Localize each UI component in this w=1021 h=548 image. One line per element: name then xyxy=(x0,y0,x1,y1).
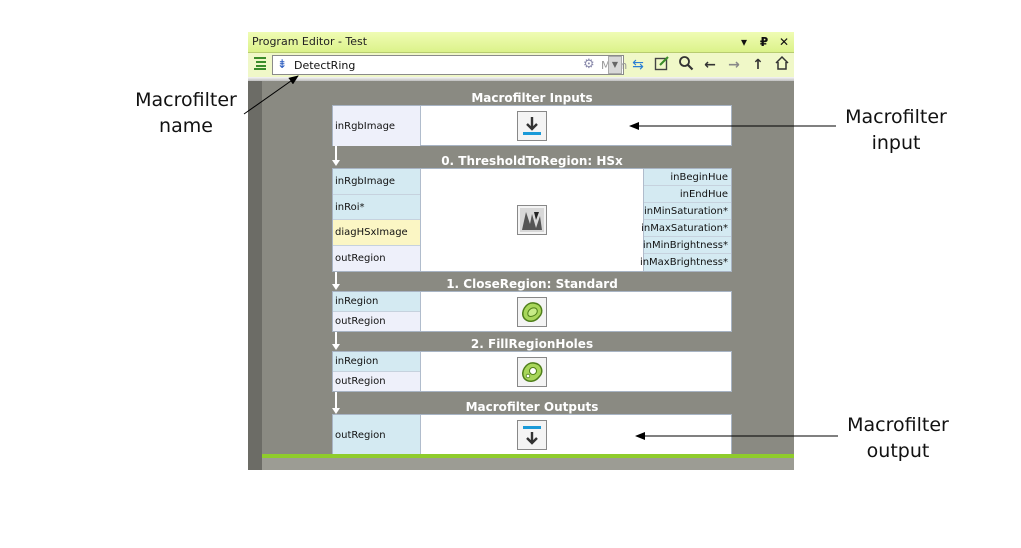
input-download-icon xyxy=(517,111,547,141)
flow-arrow-icon xyxy=(332,284,340,290)
toolbar-separator xyxy=(248,77,794,81)
block-title-fill-region-holes: 2. FillRegionHoles xyxy=(470,337,594,351)
bottom-band xyxy=(262,458,794,470)
up-arrow-icon[interactable]: ↑ xyxy=(752,57,764,73)
callout-line: Macrofilter xyxy=(845,106,947,128)
port-inMinSaturation[interactable]: inMinSaturation* xyxy=(644,203,731,220)
port-outRegion[interactable]: outRegion xyxy=(333,312,420,331)
threshold-right-ports: inBeginHue inEndHue inMinSaturation* inM… xyxy=(640,169,731,271)
block-title-inputs: Macrofilter Inputs xyxy=(471,91,593,105)
macrofilter-inputs-block[interactable]: inRgbImage xyxy=(332,105,732,146)
flow-arrow-icon xyxy=(332,344,340,350)
variant-icon: ⚙ xyxy=(583,57,595,72)
callout-line: input xyxy=(871,132,921,154)
port-inRgbImage[interactable]: inRgbImage xyxy=(333,106,420,146)
dropdown-icon[interactable]: ▾ xyxy=(740,35,748,49)
port-outRegion[interactable]: outRegion xyxy=(333,372,420,391)
home-icon[interactable] xyxy=(772,55,792,75)
macrofilter-selector[interactable]: ⇟ DetectRing ⚙ Main xyxy=(272,55,627,75)
port-outRegion[interactable]: outRegion xyxy=(333,246,420,271)
threshold-left-ports: inRgbImage inRoi* diagHSxImage outRegion xyxy=(333,169,421,271)
port-diagHSxImage[interactable]: diagHSxImage xyxy=(333,220,420,246)
callout-line: Macrofilter xyxy=(135,89,237,111)
port-outRegion[interactable]: outRegion xyxy=(333,415,420,455)
output-ports: outRegion xyxy=(333,415,421,455)
block-title-threshold: 0. ThresholdToRegion: HSx xyxy=(441,154,623,168)
port-inBeginHue[interactable]: inBeginHue xyxy=(644,169,731,186)
port-inRoi[interactable]: inRoi* xyxy=(333,195,420,220)
program-editor-window: Program Editor - Test ▾ ₽ ✕ ⇟ DetectRing… xyxy=(248,32,794,470)
macrofilter-name: DetectRing xyxy=(294,59,356,72)
search-icon[interactable] xyxy=(676,55,696,75)
output-upload-icon xyxy=(517,420,547,450)
forward-arrow-icon[interactable]: → xyxy=(728,57,740,73)
back-arrow-icon[interactable]: ← xyxy=(704,57,716,73)
region-holes-icon xyxy=(517,357,547,387)
callout-macrofilter-input: Macrofilter input xyxy=(834,104,958,156)
port-inMinBrightness[interactable]: inMinBrightness* xyxy=(643,237,731,254)
bottom-accent-bar xyxy=(262,454,794,458)
callout-line: name xyxy=(159,115,213,137)
flow-line xyxy=(335,392,337,410)
macrofilter-outputs-block[interactable]: outRegion xyxy=(332,414,732,455)
port-inRegion[interactable]: inRegion xyxy=(333,352,420,372)
input-ports: inRgbImage xyxy=(333,106,421,146)
variant-dropdown-button[interactable]: ▼ xyxy=(608,56,622,74)
tree-view-icon[interactable] xyxy=(250,55,270,75)
block-title-close-region: 1. CloseRegion: Standard xyxy=(446,277,618,291)
flow-line xyxy=(335,146,337,162)
fill-region-holes-block[interactable]: inRegion outRegion xyxy=(332,351,732,392)
close-region-ports: inRegion outRegion xyxy=(333,292,421,331)
fill-region-ports: inRegion outRegion xyxy=(333,352,421,391)
edit-icon[interactable] xyxy=(652,55,672,75)
window-title: Program Editor - Test xyxy=(252,35,368,48)
title-bar: Program Editor - Test ▾ ₽ ✕ xyxy=(248,32,794,53)
port-inMaxBrightness[interactable]: inMaxBrightness* xyxy=(640,254,731,271)
close-region-block[interactable]: inRegion outRegion xyxy=(332,291,732,332)
macrofilter-icon: ⇟ xyxy=(277,57,288,71)
threshold-to-region-block[interactable]: inRgbImage inRoi* diagHSxImage outRegion… xyxy=(332,168,732,272)
flow-arrow-icon xyxy=(332,160,340,166)
port-inRegion[interactable]: inRegion xyxy=(333,292,420,312)
close-icon[interactable]: ✕ xyxy=(778,35,790,49)
pin-icon[interactable]: ₽ xyxy=(759,35,769,49)
callout-macrofilter-name: Macrofilter name xyxy=(124,87,248,139)
port-inRgbImage[interactable]: inRgbImage xyxy=(333,169,420,195)
callout-line: Macrofilter xyxy=(847,414,949,436)
toolbar: ⇟ DetectRing ⚙ Main ▼ ⇆ ← → ↑ xyxy=(248,53,794,77)
flow-arrow-icon xyxy=(332,408,340,414)
callout-line: output xyxy=(866,440,930,462)
editor-margin xyxy=(248,81,262,470)
flow-line xyxy=(335,332,337,346)
port-inEndHue[interactable]: inEndHue xyxy=(644,186,731,203)
swap-arrows-icon[interactable]: ⇆ xyxy=(632,57,644,73)
port-inMaxSaturation[interactable]: inMaxSaturation* xyxy=(641,220,731,237)
threshold-filter-icon xyxy=(517,205,547,235)
flow-line xyxy=(335,272,337,286)
region-blob-icon xyxy=(517,297,547,327)
callout-macrofilter-output: Macrofilter output xyxy=(836,412,960,464)
block-title-outputs: Macrofilter Outputs xyxy=(465,400,599,414)
